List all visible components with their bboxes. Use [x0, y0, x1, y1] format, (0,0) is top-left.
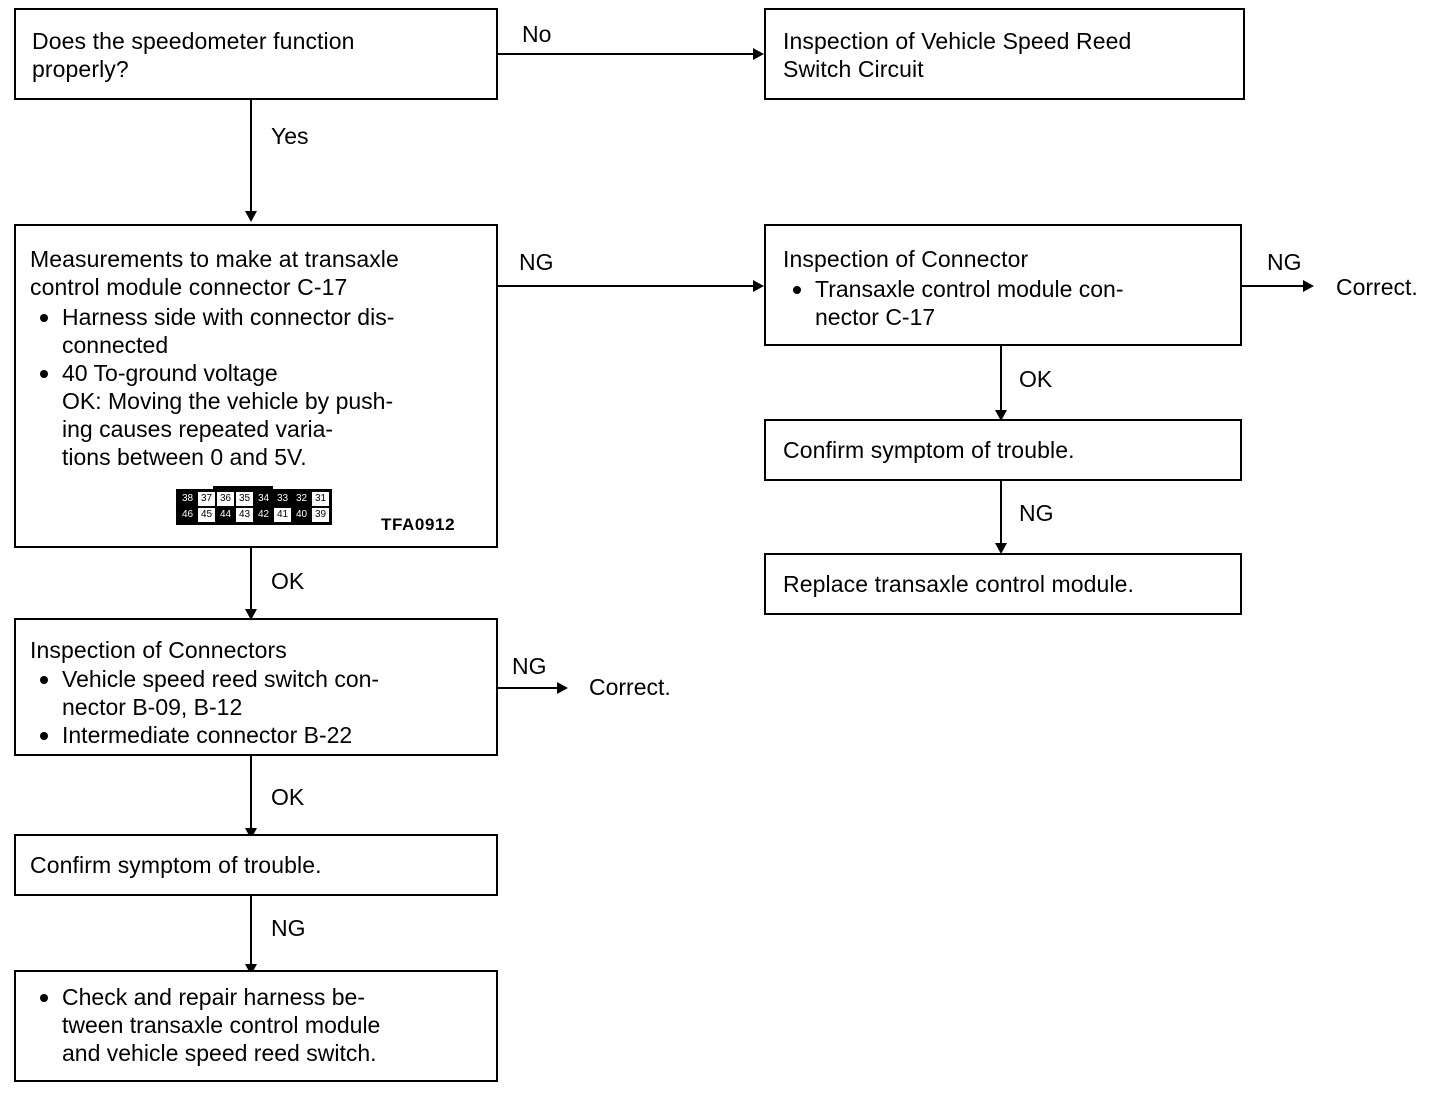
edge-ng-measurements-line	[498, 285, 756, 287]
node-inspection-connectors-left	[14, 618, 498, 756]
connector-pin-44: 44	[217, 508, 234, 522]
node-confirm-symptom-left-text: Confirm symptom of trouble.	[30, 852, 322, 878]
edge-ng-right-confirm-arrowhead	[995, 543, 1007, 554]
edge-ng-measurements-arrowhead	[753, 280, 764, 292]
list-item: Check and repair harness be- tween trans…	[30, 983, 490, 1067]
connector-pin-31: 31	[312, 492, 329, 506]
edge-ng-left-confirm-line	[250, 896, 252, 968]
node-speedometer-question-text: Does the speedometer function properly?	[32, 28, 355, 82]
edge-label-ok-measurements: OK	[271, 568, 305, 594]
node-speedometer-question	[14, 8, 498, 100]
list-item: Intermediate connector B-22	[30, 721, 490, 749]
node-replace-module	[764, 553, 1242, 615]
node-inspection-connectors-left-heading: Inspection of Connectors	[30, 637, 287, 663]
edge-label-ng-left-connectors: NG	[512, 653, 547, 679]
edge-ng-right-connector-arrowhead	[1303, 280, 1314, 292]
connector-pin-40: 40	[293, 508, 310, 522]
list-item: Transaxle control module con- nector C-1…	[783, 275, 1233, 331]
list-item: Vehicle speed reed switch con- nector B-…	[30, 665, 490, 721]
connector-pin-46: 46	[179, 508, 196, 522]
connector-latch-tab	[213, 486, 273, 491]
connector-pin-36: 36	[217, 492, 234, 506]
edge-ng-left-connectors-arrowhead	[557, 682, 568, 694]
edge-ok-right-connector-arrowhead	[995, 410, 1007, 421]
node-inspection-connectors-left-bullets: Vehicle speed reed switch con- nector B-…	[30, 665, 490, 749]
connector-pin-38: 38	[179, 492, 196, 506]
edge-yes-line	[250, 100, 252, 212]
node-reed-switch-circuit-text: Inspection of Vehicle Speed Reed Switch …	[783, 28, 1132, 82]
edge-ok-measurements-arrowhead	[245, 609, 257, 620]
connector-pin-43: 43	[236, 508, 253, 522]
list-item: Harness side with connector dis- connect…	[30, 303, 490, 359]
terminal-correct-left: Correct.	[589, 674, 671, 700]
connector-pin-32: 32	[293, 492, 310, 506]
node-confirm-symptom-left	[14, 834, 498, 896]
edge-label-ng-left-confirm: NG	[271, 915, 306, 941]
connector-pin-35: 35	[236, 492, 253, 506]
edge-ng-right-confirm-line	[1000, 481, 1002, 547]
node-confirm-symptom-right-text: Confirm symptom of trouble.	[783, 437, 1075, 463]
edge-no-line	[498, 53, 756, 55]
connector-pin-41: 41	[274, 508, 291, 522]
node-replace-module-text: Replace transaxle control module.	[783, 571, 1135, 597]
edge-label-yes: Yes	[271, 123, 309, 149]
edge-ok-measurements-line	[250, 548, 252, 612]
node-check-repair-harness	[14, 970, 498, 1082]
edge-label-ng-right-confirm: NG	[1019, 500, 1054, 526]
node-inspection-connector-right	[764, 224, 1242, 346]
figure-id-label: TFA0912	[381, 515, 456, 534]
edge-no-arrowhead	[753, 48, 764, 60]
connector-pin-45: 45	[198, 508, 215, 522]
connector-pin-39: 39	[312, 508, 329, 522]
list-item: OK: Moving the vehicle by push- ing caus…	[62, 388, 394, 470]
edge-ok-left-connectors-line	[250, 756, 252, 832]
edge-ok-right-connector-line	[1000, 346, 1002, 414]
node-inspection-connector-right-bullets: Transaxle control module con- nector C-1…	[783, 275, 1233, 331]
edge-ng-right-connector-line	[1242, 285, 1306, 287]
connector-pin-37: 37	[198, 492, 215, 506]
node-measurements-bullets: Harness side with connector dis- connect…	[30, 303, 490, 471]
connector-pin-34: 34	[255, 492, 272, 506]
edge-label-ng-right-connector: NG	[1267, 249, 1302, 275]
edge-ng-left-confirm-arrowhead	[245, 964, 257, 975]
node-reed-switch-circuit	[764, 8, 1245, 100]
edge-label-ok-right-connector: OK	[1019, 366, 1053, 392]
terminal-correct-right: Correct.	[1336, 274, 1418, 300]
node-inspection-connector-right-heading: Inspection of Connector	[783, 246, 1029, 272]
edge-ng-left-connectors-line	[498, 687, 560, 689]
edge-label-ng-measurements: NG	[519, 249, 554, 275]
edge-yes-arrowhead	[245, 211, 257, 222]
connector-pin-42: 42	[255, 508, 272, 522]
edge-label-ok-left-connectors: OK	[271, 784, 305, 810]
connector-pin-33: 33	[274, 492, 291, 506]
list-item: 40 To-ground voltage	[30, 359, 490, 387]
node-measurements-heading: Measurements to make at transaxle contro…	[30, 246, 399, 300]
edge-ok-left-connectors-arrowhead	[245, 828, 257, 839]
node-confirm-symptom-right	[764, 419, 1242, 481]
edge-label-no: No	[522, 21, 552, 47]
node-measurements	[14, 224, 498, 548]
node-check-repair-harness-bullets: Check and repair harness be- tween trans…	[30, 983, 490, 1067]
